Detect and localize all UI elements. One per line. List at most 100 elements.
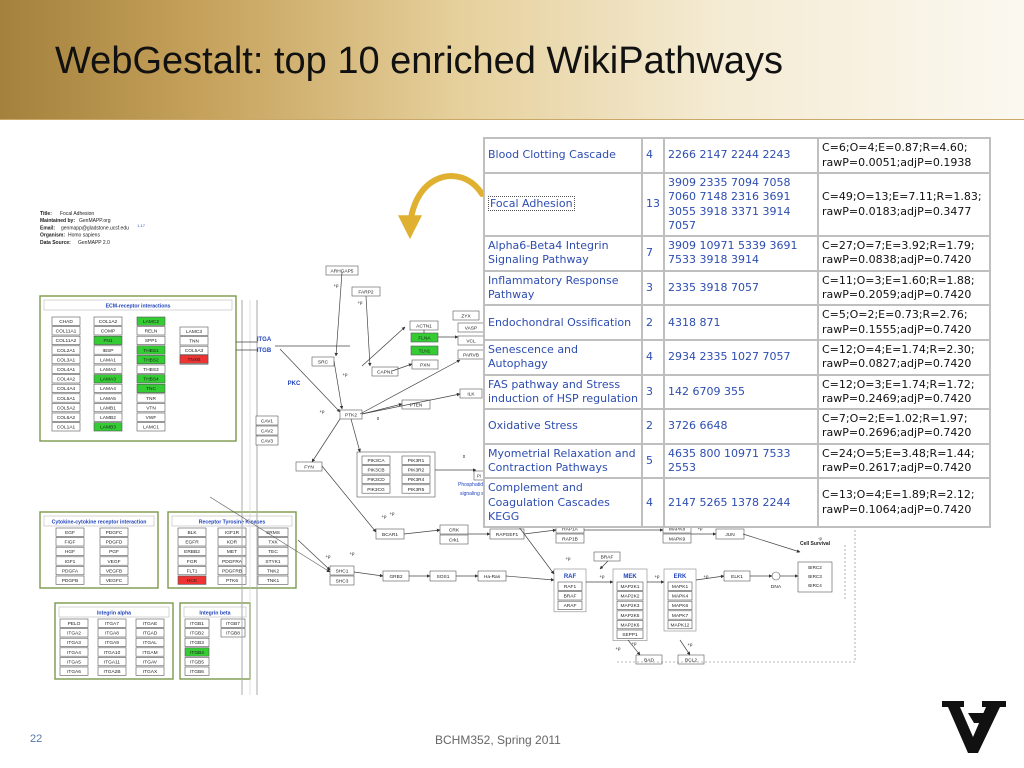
gene-label: SHC1 [336, 568, 349, 574]
gene-label: ITGAE [143, 621, 157, 627]
p-value-line: rawP=0.0183;adjP=0.3477 [822, 204, 972, 218]
table-row[interactable]: Complement and Coagulation Cascades KEGG… [483, 477, 991, 529]
gene-box [439, 534, 469, 545]
gene-box [177, 566, 207, 576]
gene-label: MAPK4 [672, 594, 689, 600]
gene-label: SRC [318, 359, 329, 365]
gene-label: ITGA5 [67, 659, 81, 665]
signaling-system-label: signaling system [460, 491, 497, 497]
p-value-line: rawP=0.2696;adjP=0.7420 [822, 426, 972, 440]
phosphorylation-label: +p [599, 574, 605, 579]
gene-box [184, 628, 210, 638]
gene-label: SPP1 [145, 338, 158, 344]
gene-label: TNN [189, 339, 199, 345]
gene-box [452, 310, 480, 321]
gene-label: LAMB1 [100, 405, 116, 411]
gene-box [59, 637, 89, 647]
gene-box [410, 332, 439, 343]
p-value-line: rawP=0.2617;adjP=0.7420 [822, 461, 972, 475]
gene-label: ITGB3 [190, 640, 204, 646]
stat-line: C=13;O=4;E=1.89;R=2.12; [822, 488, 975, 502]
gene-label: LAMA2 [100, 367, 116, 373]
gene-label: COL3A1 [57, 357, 76, 363]
gene-box [217, 546, 247, 556]
gene-label: PDGFD [106, 540, 123, 546]
gene-box [136, 403, 166, 413]
pathway-name: FAS pathway and Stress induction of HSP … [483, 373, 643, 411]
connector [353, 571, 384, 578]
enrichment-stats: C=5;O=2;E=0.73;R=2.76;rawP=0.1555;adjP=0… [817, 304, 991, 341]
gene-box [97, 637, 127, 647]
gene-box [257, 556, 289, 566]
kinase-group-label: RAF [564, 574, 577, 580]
gene-box [217, 527, 247, 537]
gene-box [93, 326, 123, 336]
gene-label: IGF1R [225, 530, 240, 536]
gene-box [136, 316, 166, 326]
gene-label: COL2A1 [57, 348, 76, 354]
gene-label: ITGB4 [190, 650, 204, 656]
gene-box [51, 326, 81, 336]
gene-box [616, 591, 644, 601]
panel-header [43, 515, 155, 527]
panel-title: Receptor Tyrosine Kinases [199, 520, 266, 526]
phosphorylation-label: +p [687, 642, 693, 647]
table-row[interactable]: Myometrial Relaxation and Contraction Pa… [483, 442, 991, 480]
phosphorylation-label: +p [631, 641, 637, 646]
gene-label: ITGA10 [104, 650, 121, 656]
panel-header [171, 515, 293, 527]
gene-label: TNR [146, 396, 156, 402]
gene-label: LAMA1 [100, 357, 116, 363]
p-value-line: rawP=0.1555;adjP=0.7420 [822, 322, 972, 336]
page-number: 22 [30, 733, 43, 745]
gene-label: ITGA3 [67, 640, 81, 646]
gene-label: ITGA2 [67, 631, 81, 637]
gene-label: COL4A1 [57, 367, 76, 373]
gene-box [136, 393, 166, 403]
pathway-name: Complement and Coagulation Cascades KEGG [483, 477, 643, 529]
gene-label: ITGB8 [226, 631, 240, 637]
gene-label: COL11A1 [56, 329, 77, 335]
gene-label: LAMA3 [100, 377, 116, 383]
gene-label: CAV2 [261, 428, 274, 434]
panel-title: ECM-receptor interactions [106, 304, 171, 310]
gene-label: BIRC3 [808, 574, 822, 579]
gene-label: IGF1 [65, 559, 76, 565]
gene-label: TNK2 [267, 568, 280, 574]
footer-text: BCHM352, Spring 2011 [435, 733, 561, 747]
gene-box [593, 551, 621, 562]
gene-count: 3 [641, 269, 665, 307]
gene-label: RAPGEF1 [496, 532, 519, 538]
gene-label: THBS1 [143, 348, 159, 354]
gene-box [635, 654, 663, 665]
info-value: GenMAPP.org [79, 218, 111, 224]
stat-line: C=5;O=2;E=0.73;R=2.76; [822, 308, 968, 322]
kinase-group-label: MEK [623, 574, 637, 580]
panel-header [58, 606, 170, 618]
gene-label: ARAF [564, 603, 577, 609]
focal-adhesion-arrow-icon [398, 173, 485, 240]
gene-label: ARHGAP5 [331, 268, 354, 274]
gene-box [99, 566, 129, 576]
connector [505, 575, 555, 582]
gene-label: MAP2K1 [621, 584, 640, 590]
connector [321, 465, 377, 533]
gene-box [557, 591, 583, 601]
gene-label: LAMC3 [186, 329, 202, 335]
table-row[interactable]: FAS pathway and Stress induction of HSP … [483, 373, 991, 411]
focal-adhesion-link[interactable]: Focal Adhesion [488, 196, 575, 212]
gene-label: CRK [449, 527, 460, 533]
connector [350, 418, 361, 453]
gene-ids: 3726 6648 [663, 408, 819, 445]
gene-label: ITGB1 [190, 621, 204, 627]
kinase-group-label: ERK [674, 574, 687, 580]
gene-box [184, 647, 210, 657]
p-value-line: rawP=0.0827;adjP=0.7420 [822, 357, 972, 371]
